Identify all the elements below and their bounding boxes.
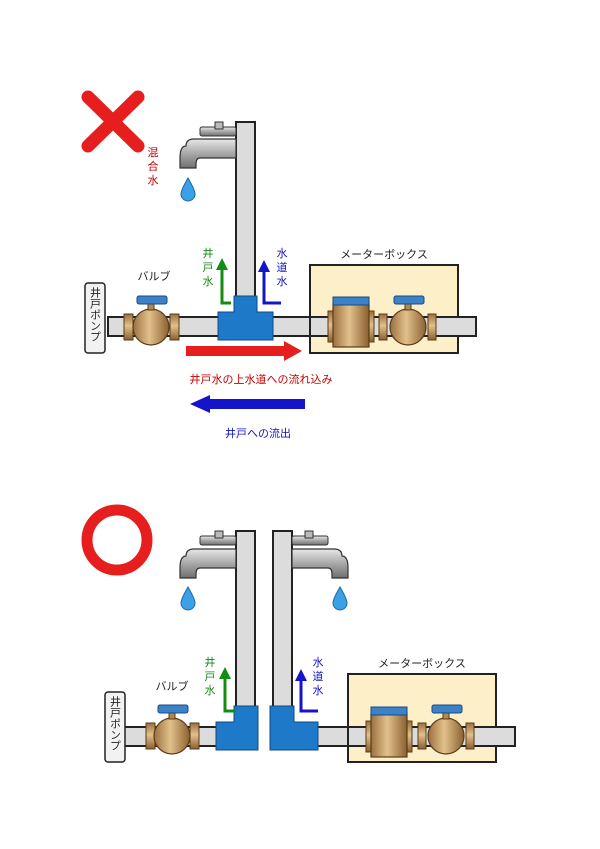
svg-text:水: 水: [277, 247, 288, 260]
svg-text:水: 水: [148, 174, 159, 187]
water-meter: [327, 296, 375, 348]
well-water-arrow: [216, 258, 231, 305]
right-scenario: 井戸ポンプ バルブ 井 戸 水 水 道 水: [81, 504, 516, 763]
well-water-label: 井 戸 水: [205, 655, 216, 697]
meter-valve: [417, 704, 475, 755]
city-water-label: 水 道 水: [313, 656, 324, 697]
svg-text:水: 水: [313, 684, 324, 697]
svg-text:井: 井: [205, 655, 216, 669]
pump-label: 井戸ポンプ: [89, 286, 102, 342]
wrong-scenario: 混 合 水 井戸ポンプ バルブ: [81, 90, 477, 440]
riser-pipe: [235, 121, 256, 318]
meter-valve: [378, 295, 437, 346]
svg-text:水: 水: [313, 656, 324, 669]
svg-text:井: 井: [203, 246, 214, 260]
well-riser-pipe: [235, 530, 256, 728]
gate-valve: [123, 295, 180, 346]
svg-text:合: 合: [148, 159, 159, 173]
valve-label: バルブ: [138, 269, 171, 283]
well-elbow-joint: [215, 705, 259, 751]
city-water-arrow: [258, 260, 281, 305]
right-o-mark: [81, 504, 153, 576]
well-water-arrow: [219, 667, 236, 713]
meter-box-label: メーターボックス: [340, 248, 428, 261]
svg-text:戸: 戸: [203, 261, 214, 274]
svg-text:道: 道: [313, 669, 324, 683]
outflow-arrow: [190, 395, 305, 413]
inflow-label: 井戸水の上水道への流れ込み: [190, 372, 333, 386]
pump-box: [104, 691, 126, 763]
city-riser-pipe: [272, 530, 293, 728]
water-drop-icon: [180, 177, 196, 202]
faucet-icon: [179, 121, 237, 169]
wrong-x-mark: [81, 90, 145, 153]
inflow-arrow: [186, 341, 302, 361]
valve-label: バルブ: [156, 679, 189, 693]
svg-text:混: 混: [148, 146, 159, 159]
svg-text:水: 水: [277, 275, 288, 288]
pump-label: 井戸ポンプ: [109, 695, 122, 751]
svg-text:水: 水: [203, 275, 214, 288]
svg-text:道: 道: [277, 260, 288, 274]
city-water-label: 水 道 水: [277, 247, 288, 288]
svg-text:水: 水: [205, 684, 216, 697]
water-drop-icon: [180, 586, 196, 611]
water-drop-icon: [332, 586, 348, 611]
faucet-icon: [179, 530, 237, 579]
water-meter: [365, 706, 413, 758]
pump-box: [84, 282, 106, 354]
city-water-arrow: [295, 669, 318, 713]
tee-joint: [217, 295, 274, 341]
faucet-icon: [291, 530, 349, 579]
gate-valve: [145, 704, 200, 755]
outflow-label: 井戸への流出: [225, 426, 291, 440]
meter-box-label: メーターボックス: [378, 657, 466, 670]
svg-text:戸: 戸: [205, 670, 216, 683]
city-elbow-joint: [269, 705, 319, 751]
mixed-water-label: 混 合 水: [148, 146, 159, 187]
well-water-label: 井 戸 水: [203, 246, 214, 288]
